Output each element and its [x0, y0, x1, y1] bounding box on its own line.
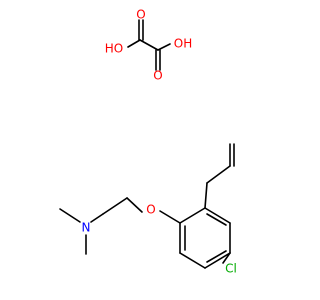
bond-n-me-up	[59, 208, 81, 223]
structure-diagram: HO OH O O Cl	[59, 8, 237, 276]
bond-c2-oh	[157, 43, 171, 51]
ring-bond-3	[204, 252, 231, 269]
ring-bond-1	[204, 207, 231, 224]
atom-o-top-right: O	[153, 69, 162, 83]
atom-o-ether: O	[146, 203, 155, 217]
bond-allyl-ring	[204, 182, 208, 209]
atom-ho-left: HO	[105, 42, 123, 56]
atom-cl: Cl	[225, 262, 237, 276]
bond-allyl-c2-c3	[206, 165, 231, 184]
bond-ring-cl	[222, 252, 231, 264]
bond-ring-o	[159, 210, 181, 224]
atom-n: N	[82, 221, 91, 235]
bond-ch2-n	[90, 213, 104, 223]
bond-c1-c2	[139, 39, 159, 51]
atom-o-top-left: O	[136, 8, 145, 22]
main-molecule: Cl O N	[59, 143, 237, 276]
atom-oh-right: OH	[174, 37, 192, 51]
ring-bond-4	[179, 252, 206, 269]
ring-inner-2	[206, 250, 227, 263]
ring-bond-6	[179, 207, 206, 224]
bond-c1-oh	[127, 39, 141, 48]
ring-inner-1	[206, 213, 227, 226]
bond-o-ch2	[126, 197, 143, 213]
molecule-canvas: HO OH O O Cl	[59, 7, 237, 276]
bond-ch2-ch2	[102, 197, 128, 215]
oxalic-acid: HO OH O O	[105, 8, 192, 83]
